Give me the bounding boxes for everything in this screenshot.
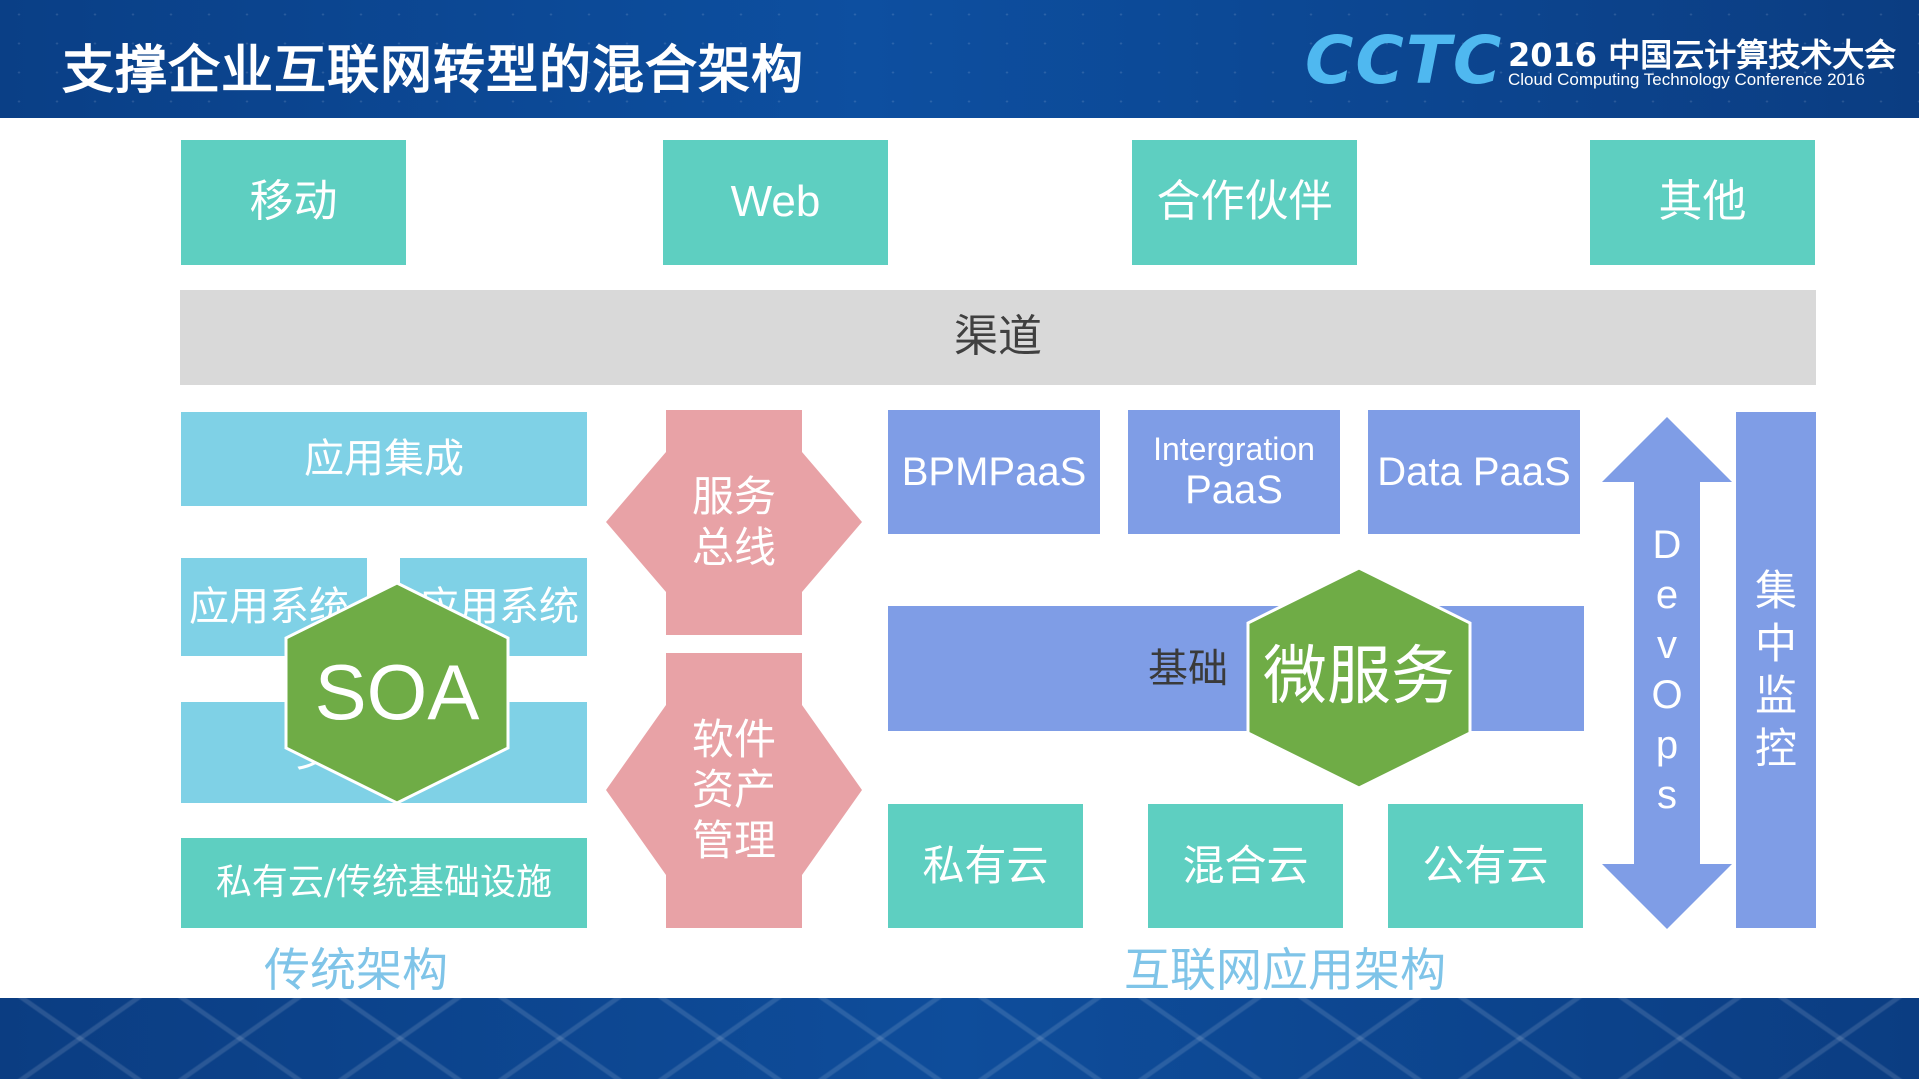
integration-paas-box: Intergration PaaS bbox=[1128, 410, 1340, 534]
conference-subtitle: Cloud Computing Technology Conference 20… bbox=[1508, 70, 1865, 89]
channel-bar: 渠道 bbox=[180, 290, 1816, 385]
monitoring-char-1: 集 bbox=[1754, 566, 1797, 615]
software-asset-label: 软件 资产 管理 bbox=[606, 653, 862, 928]
channel-mobile: 移动 bbox=[181, 140, 406, 265]
devops-letter-s: s bbox=[1657, 773, 1677, 817]
devops-letter-d: D bbox=[1652, 523, 1682, 567]
channel-other: 其他 bbox=[1590, 140, 1815, 265]
slide-title: 支撑企业互联网转型的混合架构 bbox=[62, 41, 805, 101]
devops-letter-p: p bbox=[1655, 723, 1679, 767]
devops-label: D e v O p s bbox=[1602, 510, 1732, 830]
base-platform-bar: 基础 bbox=[888, 606, 1584, 731]
soa-hexagon bbox=[284, 581, 510, 805]
public-cloud-box: 公有云 bbox=[1388, 804, 1583, 928]
software-asset-line-1: 软件 bbox=[691, 714, 776, 764]
microservice-hexagon bbox=[1246, 566, 1472, 790]
devops-arrow bbox=[1602, 417, 1732, 929]
footer-texture bbox=[0, 998, 1919, 1079]
private-cloud-box: 私有云 bbox=[888, 804, 1083, 928]
internet-caption: 互联网应用架构 bbox=[1124, 943, 1446, 997]
header-texture bbox=[0, 0, 1919, 118]
soa-label: SOA bbox=[314, 648, 480, 737]
channel-web: Web bbox=[663, 140, 888, 265]
devops-letter-e: e bbox=[1655, 573, 1679, 617]
monitoring-char-2: 中 bbox=[1754, 618, 1797, 668]
private-cloud-traditional-box: 私有云/传统基础设施 bbox=[181, 838, 587, 928]
slide-footer bbox=[0, 998, 1919, 1079]
data-paas-box: Data PaaS bbox=[1368, 410, 1580, 534]
service-bus-line-1: 服务 bbox=[691, 472, 776, 522]
slide-header bbox=[0, 0, 1919, 118]
devops-letter-o: O bbox=[1651, 673, 1683, 717]
devops-letter-v: v bbox=[1657, 623, 1677, 667]
service-bus-arrow bbox=[606, 410, 862, 635]
monitoring-char-3: 监 bbox=[1754, 671, 1797, 720]
centralized-monitoring-bar: 集 中 监 控 bbox=[1736, 412, 1816, 928]
bpm-paas-box: BPMPaaS bbox=[888, 410, 1100, 534]
software-asset-arrow bbox=[606, 653, 862, 928]
microservice-label: 微服务 bbox=[1263, 640, 1455, 715]
app-integration-box: 应用集成 bbox=[181, 412, 587, 506]
service-bus-label: 服务 总线 bbox=[606, 410, 862, 635]
monitoring-char-4: 控 bbox=[1754, 723, 1797, 773]
conference-title: 2016 中国云计算技术大会 bbox=[1508, 36, 1897, 74]
software-asset-line-3: 管理 bbox=[691, 815, 776, 865]
channel-partner: 合作伙伴 bbox=[1132, 140, 1357, 265]
cctc-logo: CCTC bbox=[1305, 22, 1504, 99]
integration-paas-line-1: Intergration bbox=[1153, 430, 1315, 467]
service-bus-line-2: 总线 bbox=[691, 522, 776, 572]
hybrid-cloud-box: 混合云 bbox=[1148, 804, 1343, 928]
integration-paas-line-2: PaaS bbox=[1185, 468, 1283, 513]
software-asset-line-2: 资产 bbox=[691, 765, 776, 815]
traditional-caption: 传统架构 bbox=[264, 943, 448, 997]
